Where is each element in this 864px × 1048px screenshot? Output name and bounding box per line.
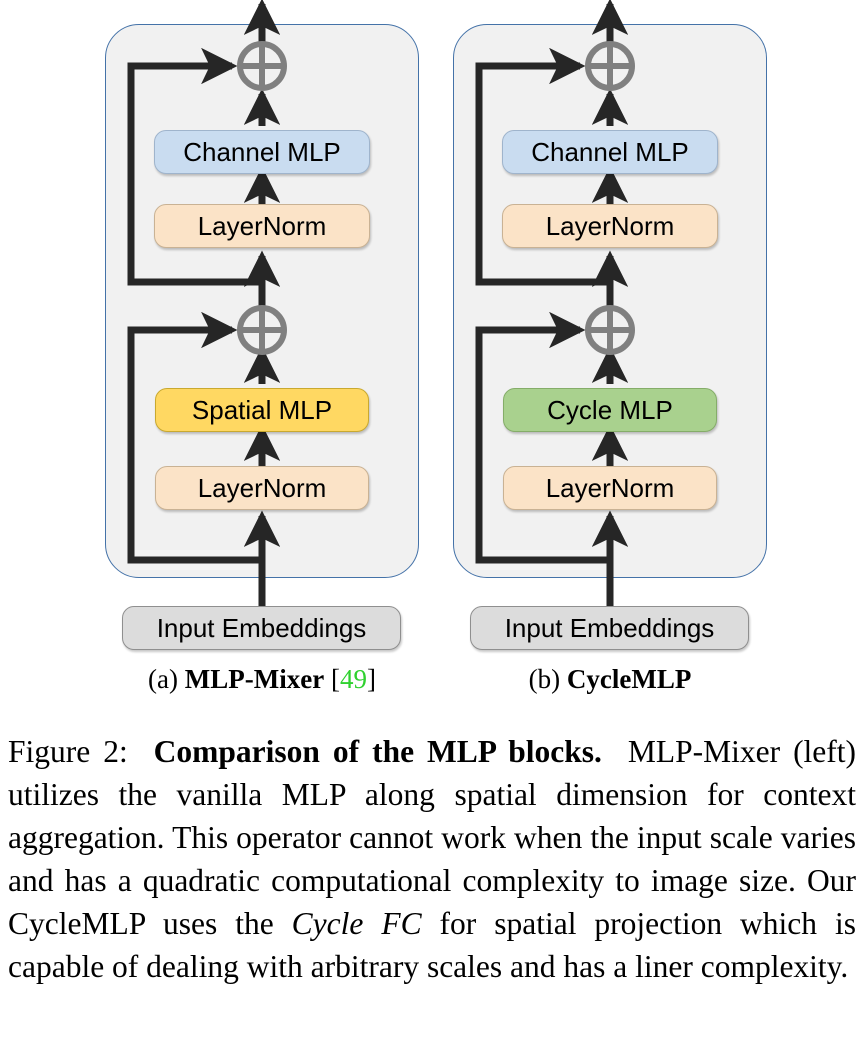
caption-italic-term: Cycle FC — [291, 906, 422, 941]
block-cycle-mlp-b[interactable]: Cycle MLP — [503, 388, 717, 432]
subcaption-a-prefix: (a) — [148, 664, 179, 694]
caption-bold-title: Comparison of the MLP blocks. — [153, 734, 602, 769]
diagram-connectors — [127, 0, 635, 608]
block-layernorm-a-1[interactable]: LayerNorm — [155, 466, 369, 510]
caption-body-part2: for spatial projection which is capable … — [8, 906, 857, 984]
block-layernorm-a-2[interactable]: LayerNorm — [154, 204, 370, 248]
panel-b-connectors — [475, 0, 635, 608]
adder-icon — [237, 41, 287, 91]
subcaption-b-title: CycleMLP — [566, 664, 692, 694]
block-layernorm-b-1[interactable]: LayerNorm — [503, 466, 717, 510]
block-input-embeddings-a[interactable]: Input Embeddings — [122, 606, 401, 650]
caption-label: Figure 2: — [8, 734, 128, 769]
subcaption-b-prefix: (b) — [528, 664, 561, 694]
citation-number[interactable]: 49 — [339, 664, 367, 694]
subcaption-b: (b) CycleMLP — [453, 664, 767, 695]
adder-icon — [585, 305, 635, 355]
subcaption-a: (a) MLP-Mixer [49] — [105, 664, 419, 695]
block-layernorm-b-2[interactable]: LayerNorm — [502, 204, 718, 248]
caption-body-part1: MLP-Mixer (left) utilizes the vanilla ML… — [8, 734, 857, 941]
block-input-embeddings-b[interactable]: Input Embeddings — [470, 606, 749, 650]
figure-caption: Figure 2: Comparison of the MLP blocks. … — [8, 730, 856, 988]
block-channel-mlp-b[interactable]: Channel MLP — [502, 130, 718, 174]
adder-icon — [585, 41, 635, 91]
block-channel-mlp-a[interactable]: Channel MLP — [154, 130, 370, 174]
figure-area: Channel MLP LayerNorm Spatial MLP LayerN… — [105, 0, 767, 695]
panel-a-connectors — [127, 0, 287, 608]
adder-icon — [237, 305, 287, 355]
subcaption-a-citation: [49] — [331, 664, 376, 694]
subcaption-a-title: MLP-Mixer — [184, 664, 325, 694]
block-spatial-mlp-a[interactable]: Spatial MLP — [155, 388, 369, 432]
citation-close-bracket: ] — [366, 664, 376, 694]
citation-open-bracket: [ — [330, 664, 340, 694]
